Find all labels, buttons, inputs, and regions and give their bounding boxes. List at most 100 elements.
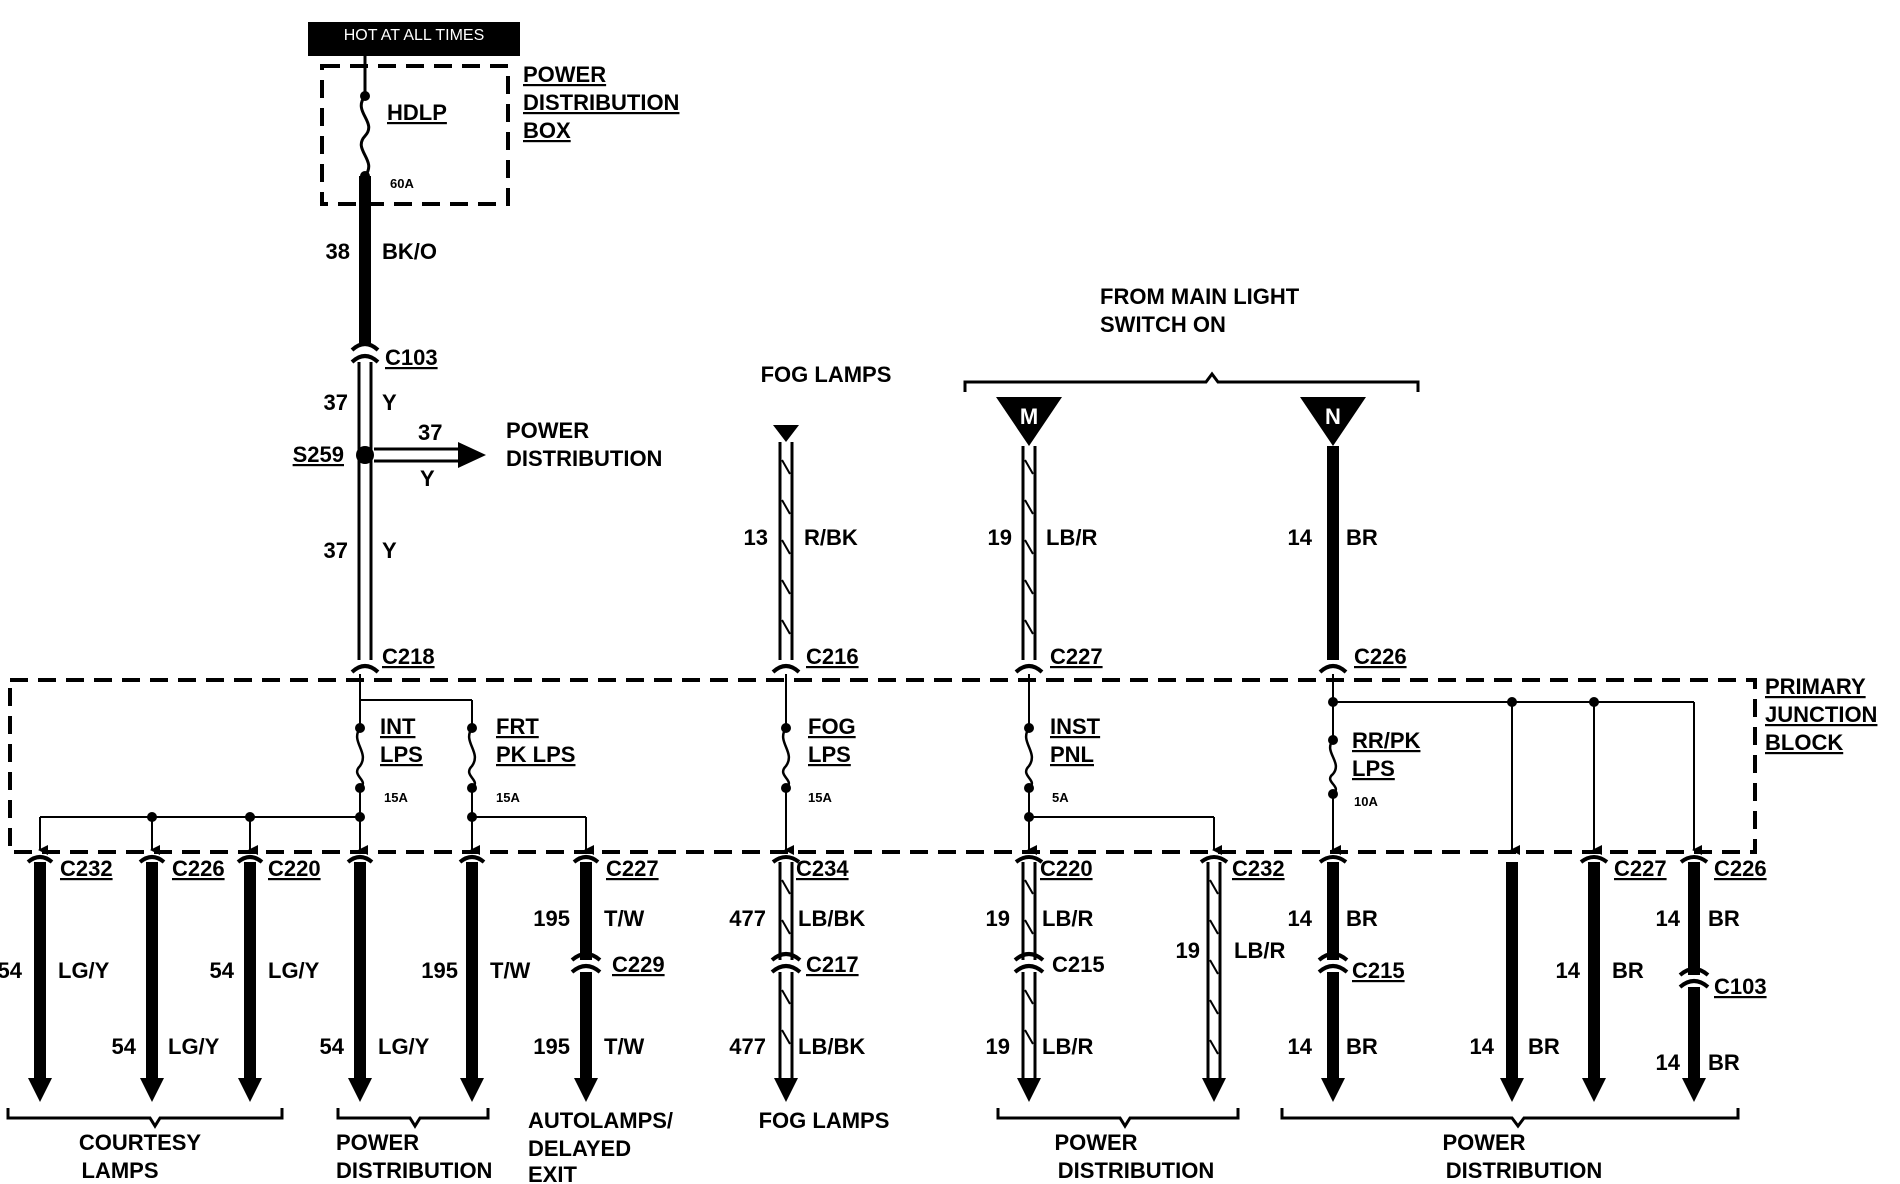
inst-pnl-rating: 5A: [1052, 790, 1069, 805]
auto-c227-label: C227: [606, 856, 659, 881]
rr-4-color-upper: BR: [1708, 906, 1740, 931]
fog-lamps-top-label: FOG LAMPS: [761, 362, 892, 387]
inst-c232-circuit: 19: [1176, 938, 1200, 963]
courtesy-wire-2: [138, 855, 166, 1102]
courtesy-wire-3-circuit: 54: [210, 958, 235, 983]
inst-c220-label: C220: [1040, 856, 1093, 881]
courtesy-wire-1-color: LG/Y: [58, 958, 110, 983]
wire-19-upper-stripe: [1024, 459, 1034, 635]
rr-c103-label: C103: [1714, 974, 1767, 999]
wire-13-color: R/BK: [804, 525, 858, 550]
c226-entry-label: C226: [1354, 644, 1407, 669]
wire-19-upper-color: LB/R: [1046, 525, 1097, 550]
fog-lps-line-2: LPS: [808, 742, 851, 767]
rr-pk-lps-rating: 10A: [1354, 794, 1378, 809]
auto-color-upper: T/W: [604, 906, 645, 931]
auto-circuit-upper: 195: [533, 906, 570, 931]
inst-out-circuit-upper: 19: [986, 906, 1010, 931]
power-dist-1-bracket: [336, 1108, 490, 1129]
power-dist-3-line-2: DISTRIBUTION: [1446, 1158, 1602, 1183]
c218-connector: [350, 664, 380, 674]
hot-at-all-times-bar: [308, 22, 520, 56]
pdb-title-line-1: POWER: [523, 62, 606, 87]
fog-out-wire: [770, 855, 802, 1102]
rr-2-circuit: 14: [1470, 1034, 1495, 1059]
rr-out-wire-2: [1500, 862, 1524, 1102]
int-out-circuit: 54: [320, 1034, 345, 1059]
int-lps-rating: 15A: [384, 790, 408, 805]
auto-color-lower: T/W: [604, 1034, 645, 1059]
fog-lps-rating: 15A: [808, 790, 832, 805]
auto-circuit-lower: 195: [533, 1034, 570, 1059]
frt-out-circuit: 195: [421, 958, 458, 983]
rr-1-circuit-lower: 14: [1288, 1034, 1313, 1059]
courtesy-bracket: [6, 1108, 284, 1129]
inst-pnl-fuse: [1024, 727, 1034, 789]
courtesy-c220-label: C220: [268, 856, 321, 881]
rr-1-circuit-upper: 14: [1288, 906, 1313, 931]
frt-pk-lps-line-2: PK LPS: [496, 742, 575, 767]
auto-c229-label: C229: [612, 952, 665, 977]
main-light-label-line-1: FROM MAIN LIGHT: [1100, 284, 1300, 309]
m-marker: [996, 397, 1062, 446]
branch-dest-line-1: POWER: [506, 418, 589, 443]
power-distribution-box: [320, 64, 510, 206]
power-dist-1-line-2: DISTRIBUTION: [336, 1158, 492, 1183]
auto-dest-line-2: DELAYED: [528, 1136, 631, 1161]
auto-wire: [570, 855, 602, 1102]
frt-pk-lps-rating: 15A: [496, 790, 520, 805]
rr-4-circuit-upper: 14: [1656, 906, 1681, 931]
courtesy-wire-1-circuit: 54: [0, 958, 23, 983]
courtesy-wire-3-color: LG/Y: [268, 958, 320, 983]
auto-dest-line-3: EXIT: [528, 1162, 577, 1184]
int-lps-fuse: [355, 727, 365, 789]
inst-c215-label: C215: [1052, 952, 1105, 977]
int-out-color: LG/Y: [378, 1034, 430, 1059]
int-out-wire: [346, 855, 374, 1102]
hot-at-all-times-label: HOT AT ALL TIMES: [344, 27, 485, 44]
fog-out-color-lower: LB/BK: [798, 1034, 865, 1059]
rr-3-circuit: 14: [1556, 958, 1581, 983]
frt-pk-lps-fuse: [467, 727, 477, 789]
fog-out-color-upper: LB/BK: [798, 906, 865, 931]
rr-pk-lps-line-1: RR/PK: [1352, 728, 1421, 753]
c216-connector: [771, 664, 801, 674]
frt-out-wire: [458, 855, 486, 1102]
n-marker-label: N: [1325, 404, 1341, 429]
c227-entry-label: C227: [1050, 644, 1103, 669]
pdb-title-line-2: DISTRIBUTION: [523, 90, 679, 115]
int-lps-line-1: INT: [380, 714, 416, 739]
fog-lps-fuse: [781, 727, 791, 789]
fog-lps-line-1: FOG: [808, 714, 856, 739]
courtesy-wire-3: [236, 855, 264, 1102]
rr-4-circuit-lower: 14: [1656, 1050, 1681, 1075]
courtesy-dest-line-1: COURTESY: [79, 1130, 202, 1155]
s259-label: S259: [293, 442, 344, 467]
branch-arrow-head: [458, 442, 486, 468]
rr-c227-label: C227: [1614, 856, 1667, 881]
fog-lamps-bottom-label: FOG LAMPS: [759, 1108, 890, 1133]
inst-out-wire: [1013, 855, 1045, 1102]
c103-top-label: C103: [385, 345, 438, 370]
courtesy-wire-1: [26, 855, 54, 1102]
wire-14-upper-color: BR: [1346, 525, 1378, 550]
power-dist-1-line-1: POWER: [336, 1130, 419, 1155]
wire-14-upper-circuit: 14: [1288, 525, 1313, 550]
rr-pk-lps-line-2: LPS: [1352, 756, 1395, 781]
power-dist-3-bracket: [1280, 1108, 1740, 1129]
c227-entry-connector: [1014, 664, 1044, 674]
rr-out-wire-4: [1678, 855, 1710, 1102]
inst-pnl-line-1: INST: [1050, 714, 1101, 739]
fog-c234-label: C234: [796, 856, 849, 881]
pdb-title-line-3: BOX: [523, 118, 571, 143]
auto-dest-line-1: AUTOLAMPS/: [528, 1108, 673, 1133]
n-marker: [1300, 397, 1366, 446]
pjb-title-line-3: BLOCK: [1765, 730, 1843, 755]
inst-c232-wire: [1199, 855, 1229, 1102]
fog-top-marker: [773, 425, 799, 442]
wire-38-color: BK/O: [382, 239, 437, 264]
wire-38-circuit: 38: [326, 239, 350, 264]
int-lps-line-2: LPS: [380, 742, 423, 767]
c218-label: C218: [382, 644, 435, 669]
